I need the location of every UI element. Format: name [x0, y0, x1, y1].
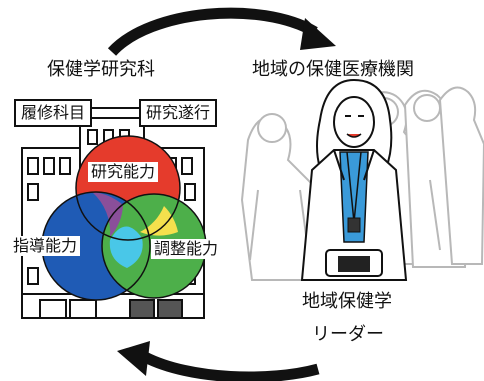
courses-box: 履修科目 [14, 99, 93, 127]
research-execution-box: 研究遂行 [139, 99, 218, 127]
venn-overlap-center [109, 226, 143, 268]
graduate-school-title: 保健学研究科 [47, 59, 155, 80]
guidance-ability-label: 指導能力 [10, 236, 81, 256]
leader-caption-line2: リーダー [312, 324, 384, 345]
coordination-ability-label: 調整能力 [151, 239, 222, 259]
top-cycle-arrow [107, 7, 336, 56]
venn-overlap-red-green [140, 206, 178, 236]
bottom-cycle-arrow [117, 341, 320, 381]
venn-overlap-red-blue [92, 192, 123, 237]
leader-figure [300, 78, 408, 281]
research-ability-label: 研究能力 [88, 162, 159, 182]
health-institution-title: 地域の保健医療機関 [252, 59, 414, 80]
leader-caption-line1: 地域保健学 [302, 291, 392, 312]
